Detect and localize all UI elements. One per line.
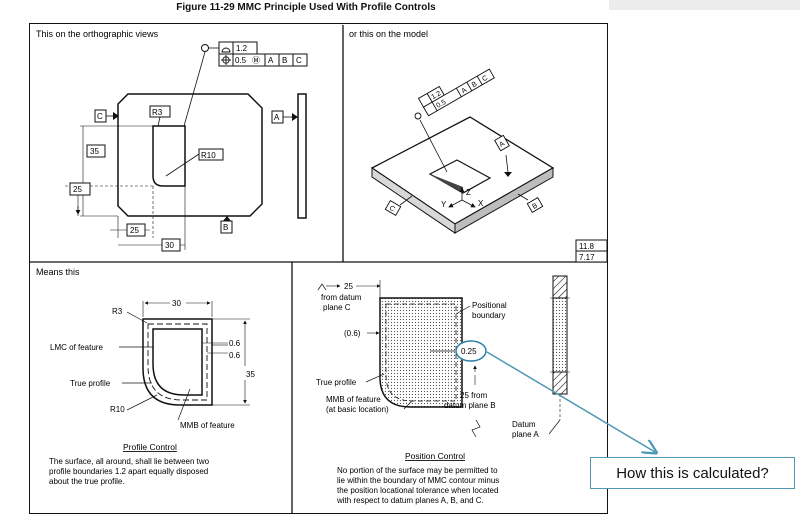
ortho-dim-30: 30 [165, 241, 174, 250]
position-datum-a-1: Datum [512, 420, 536, 429]
figure-frame [29, 23, 608, 514]
position-mmb-dashed [385, 303, 457, 402]
ortho-fcf-profile-value: 1.2 [236, 44, 248, 53]
position-mmb-label-1: MMB of feature [326, 395, 381, 404]
model-pocket-wall [430, 174, 463, 193]
model-datum-c: C [388, 205, 396, 214]
datum-c-triangle-icon [113, 112, 119, 120]
page-reference-box: 11.8 7.17 [575, 239, 608, 263]
position-from-datum-c-2: plane C [323, 303, 351, 312]
figure-title: Figure 11-29 MMC Principle Used With Pro… [176, 2, 436, 13]
model-fcf-profile-value: 1.2 [430, 90, 442, 101]
position-control-view: 25 from datum plane C (0.6) Positional b… [316, 275, 570, 505]
ortho-dim-25-left: 25 [73, 185, 82, 194]
profile-r3: R3 [112, 307, 123, 316]
ortho-fcf-datum-c: C [296, 56, 302, 65]
model-fcf-datum-c: C [481, 75, 489, 84]
position-from-b-1: 25 from [460, 391, 487, 400]
position-side-dotted [552, 297, 568, 373]
position-tolerance-zone [379, 297, 463, 408]
position-side-hatch-bottom [552, 371, 568, 395]
datum-a-triangle-icon [292, 113, 298, 121]
ortho-r10-label: R10 [201, 151, 216, 160]
means-panel-label: Means this [36, 267, 80, 277]
model-fcf-position-value: 0.5 [435, 99, 447, 110]
page-ref-b: 7.17 [579, 253, 595, 262]
ortho-dim-25-bottom: 25 [130, 226, 139, 235]
question-callout: How this is calculated? [590, 457, 795, 489]
profile-true-profile [147, 323, 208, 401]
model-datum-b: B [531, 202, 539, 211]
position-positional-label-2: boundary [472, 311, 505, 320]
orthographic-view: R3 R10 1.2 0.5 Ⓜ A B C C [65, 41, 308, 252]
ortho-fcf-datum-a: A [268, 56, 274, 65]
position-dim-06: (0.6) [344, 329, 361, 338]
profile-dim-06-b: 0.6 [229, 351, 241, 360]
profile-lmc-label: LMC of feature [50, 343, 103, 352]
model-front-face-right [454, 167, 554, 234]
model-axis-x: X [478, 199, 484, 208]
model-view: 1.2 0.5 A B C A C B [370, 68, 555, 234]
model-datum-b-flag: B [526, 197, 544, 213]
position-dim-25-top: 25 [344, 282, 353, 291]
model-axis-y: Y [441, 200, 447, 209]
profile-mmb-label: MMB of feature [180, 421, 235, 430]
position-mmb-label-2: (at basic location) [326, 405, 389, 414]
profile-control-view: 30 R3 LMC of feature 0.6 0.6 35 True pro… [49, 299, 255, 486]
side-view-plate [297, 93, 307, 219]
cutout-outline [152, 125, 186, 187]
position-from-datum-c-1: from datum [321, 293, 362, 302]
ortho-fcf-position [218, 53, 308, 67]
ortho-dim-35: 35 [90, 147, 99, 156]
profile-of-surface-icon [221, 47, 231, 53]
background-strip [609, 0, 800, 10]
ortho-fcf-datum-b: B [282, 56, 287, 65]
profile-dim-35: 35 [246, 370, 255, 379]
ortho-datum-c: C [97, 112, 103, 121]
profile-inner-boundary [152, 328, 203, 396]
profile-note-line3: about the true profile. [49, 477, 125, 486]
position-value-circle [455, 340, 487, 362]
position-true-profile-label: True profile [316, 378, 357, 387]
callout-arrow [486, 351, 655, 452]
position-note-line3: the position locational tolerance when l… [337, 486, 498, 495]
profile-outer-boundary [142, 318, 213, 406]
position-datum-a-2: plane A [512, 430, 539, 439]
profile-dim-06-a: 0.6 [229, 339, 241, 348]
ortho-datum-b: B [223, 223, 228, 232]
model-fcf-datum-a: A [461, 87, 469, 96]
profile-dim-30: 30 [172, 299, 181, 308]
position-heading: Position Control [405, 451, 465, 461]
profile-note-line1: The surface, all around, shall lie betwe… [49, 457, 210, 466]
model-panel-label: or this on the model [349, 29, 428, 39]
plate-outline [117, 93, 263, 217]
profile-heading: Profile Control [123, 442, 177, 452]
model-datum-c-flag: C [384, 200, 402, 216]
model-fcf: 1.2 0.5 A B C [417, 68, 495, 117]
mmc-modifier-icon: Ⓜ [252, 56, 260, 65]
position-note-line1: No portion of the surface may be permitt… [337, 466, 498, 475]
profile-note-line2: profile boundaries 1.2 apart equally dis… [49, 467, 208, 476]
model-datum-a-flag: A [494, 134, 510, 152]
ortho-panel-label: This on the orthographic views [36, 29, 159, 39]
position-icon [221, 55, 231, 65]
model-axis-z: Z [466, 188, 471, 197]
datum-b-triangle-icon [223, 216, 231, 221]
ortho-fcf-position-value: 0.5 [235, 56, 247, 65]
position-note-line2: lie within the boundary of MMC contour m… [337, 476, 499, 485]
model-datum-a: A [498, 140, 506, 149]
position-positional-label-1: Positional [472, 301, 507, 310]
model-datum-a-triangle-icon [504, 172, 512, 177]
position-value-025: 0.25 [461, 347, 477, 356]
profile-r10: R10 [110, 405, 125, 414]
position-from-b-2: datum plane B [444, 401, 496, 410]
position-note-line4: with respect to datum planes A, B, and C… [336, 496, 484, 505]
model-fcf-datum-b: B [471, 81, 479, 90]
profile-true-profile-label: True profile [70, 379, 111, 388]
position-side-hatch-top [552, 275, 568, 299]
side-datum-a: A [274, 113, 280, 122]
page-ref-a: 11.8 [579, 242, 595, 251]
ortho-r3-label: R3 [152, 108, 163, 117]
